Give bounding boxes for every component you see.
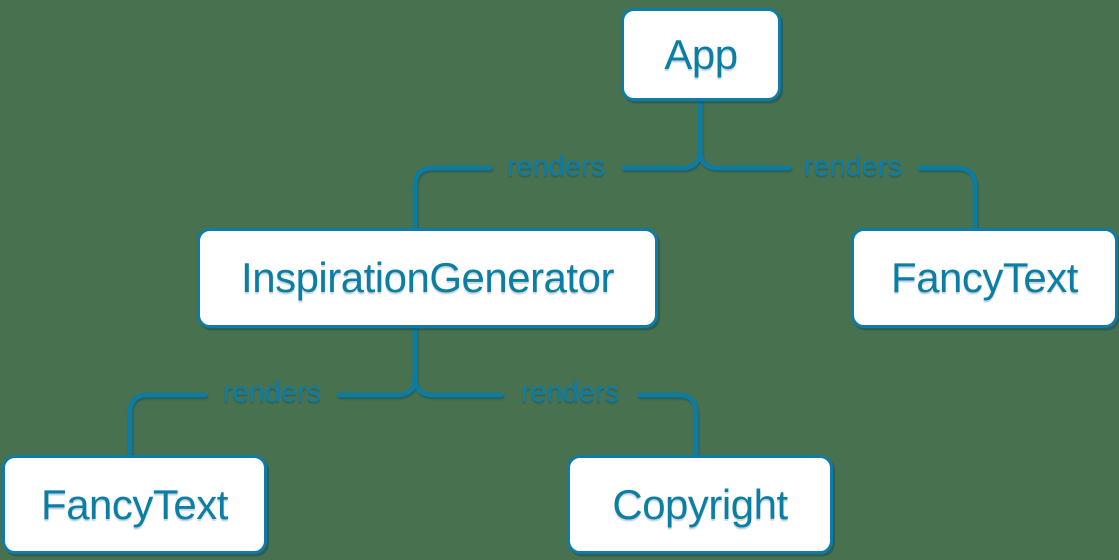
edge-app-fancytext-line xyxy=(697,98,978,229)
node-fancy-text-top-label: FancyText xyxy=(891,254,1078,301)
edge-inspirationgenerator-copyright-line xyxy=(412,326,699,456)
node-inspiration-generator-label: InspirationGenerator xyxy=(241,254,614,301)
edge-label-app-fancytext: renders xyxy=(803,150,903,183)
node-fancy-text-top: FancyText xyxy=(851,228,1118,328)
edge-label-inspirationgenerator-copyright: renders xyxy=(520,376,620,409)
edge-label-app-inspirationgenerator: renders xyxy=(506,150,606,183)
node-copyright-label: Copyright xyxy=(612,480,788,528)
node-app-label: App xyxy=(664,30,738,78)
edge-label-inspirationgenerator-fancytext: renders xyxy=(222,376,322,409)
node-fancy-text-bottom: FancyText xyxy=(2,455,267,554)
node-copyright: Copyright xyxy=(567,455,833,554)
node-inspiration-generator: InspirationGenerator xyxy=(197,228,658,328)
node-fancy-text-bottom-label: FancyText xyxy=(41,480,228,528)
node-app: App xyxy=(621,8,781,101)
